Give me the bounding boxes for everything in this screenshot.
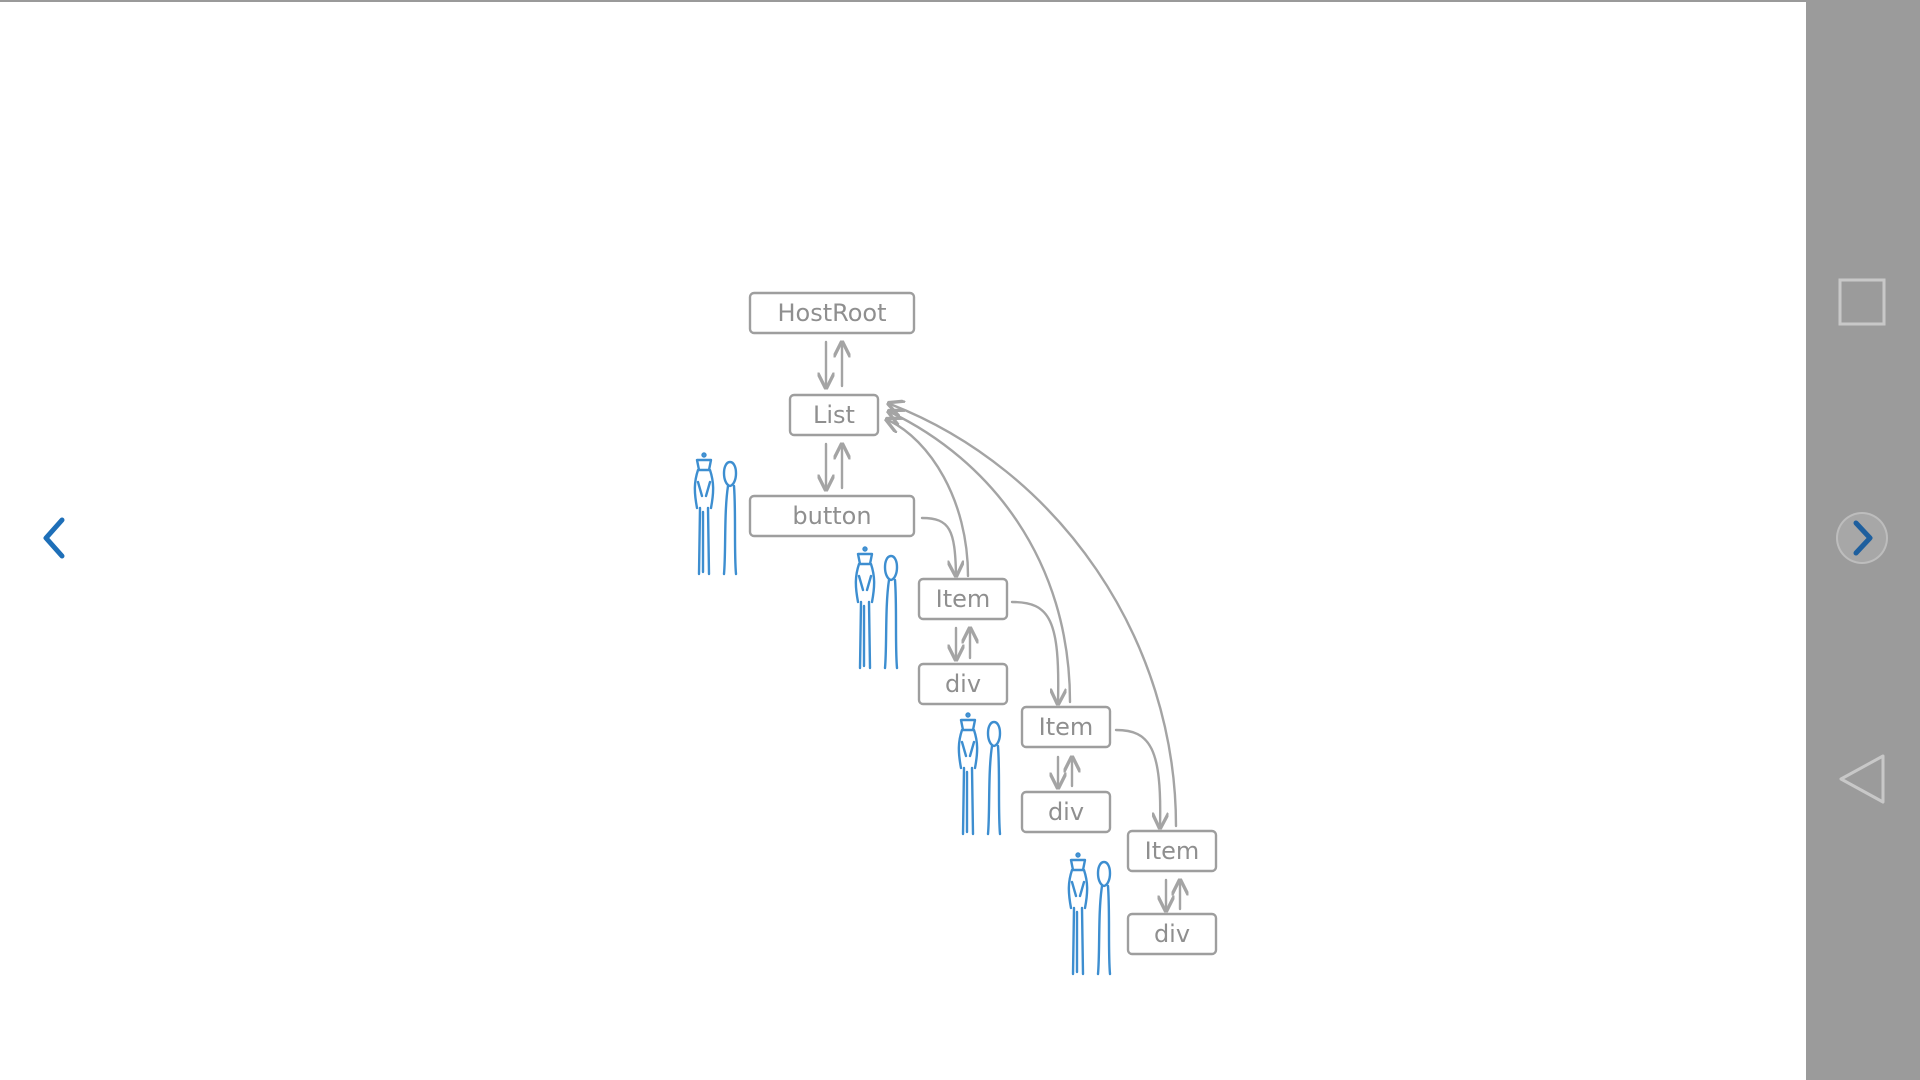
edge-hostroot-list bbox=[826, 342, 842, 386]
node-button-label: button bbox=[792, 502, 871, 530]
edge-item2-return-list bbox=[890, 412, 1072, 704]
worker-figures-button bbox=[693, 452, 738, 576]
node-item-1-label: Item bbox=[936, 585, 991, 613]
chevron-left-icon bbox=[43, 517, 65, 559]
edge-item2-div2 bbox=[1058, 757, 1072, 786]
node-div-1-label: div bbox=[945, 670, 981, 698]
edge-button-item1 bbox=[920, 516, 956, 574]
triangle-back-icon[interactable] bbox=[1835, 752, 1889, 806]
node-list-label: List bbox=[813, 401, 855, 429]
node-item-2: Item bbox=[1020, 705, 1112, 749]
node-div-1: div bbox=[917, 662, 1009, 706]
edge-item3-div3 bbox=[1166, 880, 1180, 909]
node-hostroot: HostRoot bbox=[748, 291, 916, 335]
worker-figures-item-1 bbox=[854, 546, 899, 670]
chevron-right-icon bbox=[1853, 520, 1873, 556]
edge-item3-return-list bbox=[890, 404, 1178, 828]
node-div-3-label: div bbox=[1154, 920, 1190, 948]
node-item-1: Item bbox=[917, 577, 1009, 621]
edge-item2-item3 bbox=[1114, 728, 1160, 826]
node-button: button bbox=[748, 494, 916, 538]
worker-figures-item-3 bbox=[1067, 852, 1112, 976]
fiber-tree-diagram: HostRoot List button Item div Item div bbox=[693, 291, 1218, 976]
node-item-2-label: Item bbox=[1039, 713, 1094, 741]
worker-figures-item-2 bbox=[957, 712, 1002, 836]
next-slide-button[interactable] bbox=[1836, 512, 1888, 564]
node-div-2: div bbox=[1020, 790, 1112, 834]
edge-item1-div1 bbox=[956, 628, 970, 658]
node-hostroot-label: HostRoot bbox=[777, 299, 886, 327]
node-item-3: Item bbox=[1126, 829, 1218, 873]
edge-item1-item2 bbox=[1010, 600, 1058, 702]
node-div-2-label: div bbox=[1048, 798, 1084, 826]
square-icon[interactable] bbox=[1837, 277, 1887, 327]
slide-canvas: HostRoot List button Item div Item div bbox=[0, 0, 1806, 976]
node-div-3: div bbox=[1126, 912, 1218, 956]
node-list: List bbox=[788, 393, 880, 437]
node-item-3-label: Item bbox=[1145, 837, 1200, 865]
previous-slide-button[interactable] bbox=[28, 508, 80, 568]
edge-list-button bbox=[826, 444, 842, 488]
edge-item1-return-list bbox=[888, 420, 970, 578]
slide-top-border bbox=[0, 0, 1806, 2]
